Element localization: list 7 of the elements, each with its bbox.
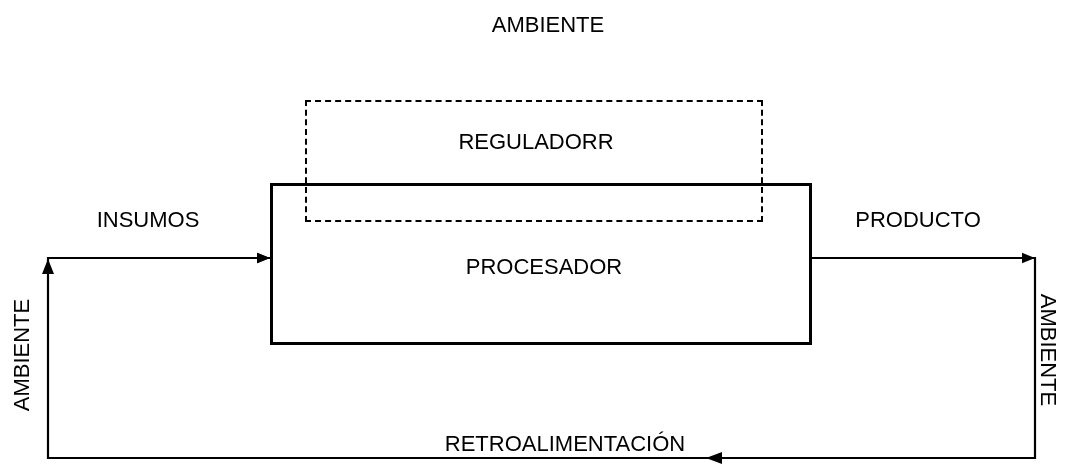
environment-label: AMBIENTE [11, 298, 33, 412]
processor-box [270, 183, 812, 345]
environment-label: AMBIENTE [1037, 293, 1059, 407]
environment-label: AMBIENTE [491, 14, 605, 36]
node-label: PROCESADOR [465, 256, 623, 278]
regulator-box [305, 100, 763, 222]
node-label: REGULADORR [458, 131, 614, 154]
